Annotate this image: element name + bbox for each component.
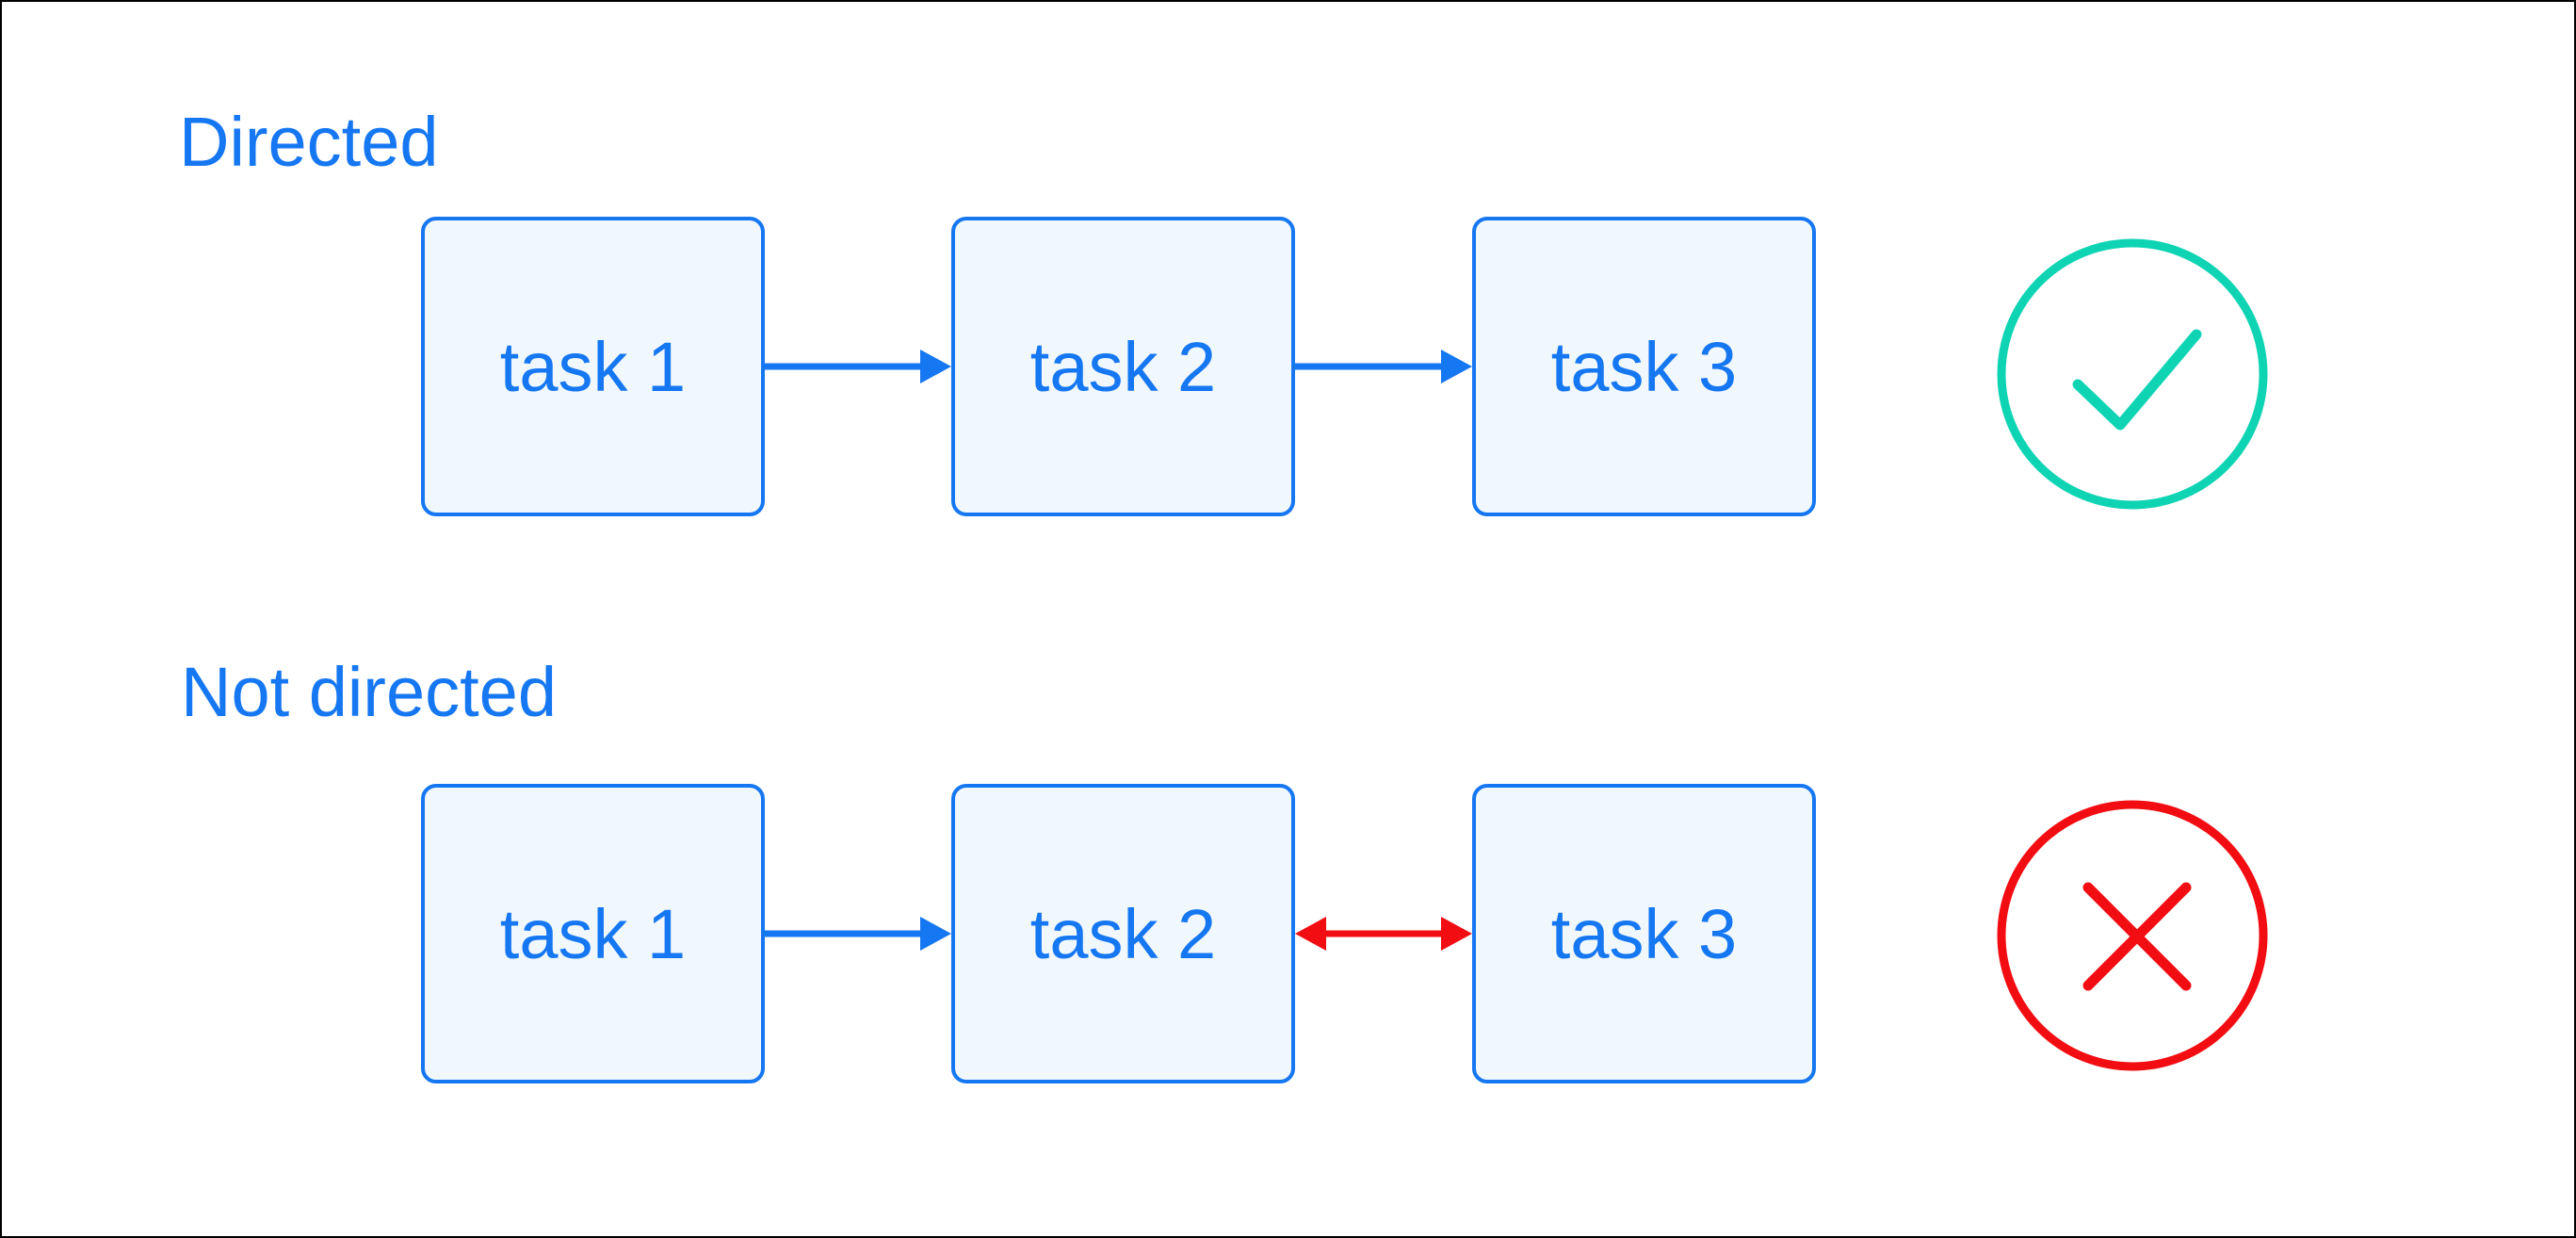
section-title-directed: Directed xyxy=(179,103,439,181)
task-node-label: task 3 xyxy=(1550,327,1738,406)
section-title-not-directed: Not directed xyxy=(181,653,557,731)
task-node: task 3 xyxy=(1472,784,1816,1083)
task-node-label: task 1 xyxy=(499,327,687,406)
check-circle-icon xyxy=(1995,236,2270,512)
directed-arrow-icon xyxy=(1295,346,1472,387)
directed-arrow-icon xyxy=(764,346,951,387)
task-node: task 1 xyxy=(421,784,765,1083)
task-node: task 3 xyxy=(1472,217,1816,516)
bidirectional-arrow-icon xyxy=(1295,913,1472,954)
task-node: task 2 xyxy=(951,784,1295,1083)
task-node-label: task 2 xyxy=(1029,327,1217,406)
task-node: task 2 xyxy=(951,217,1295,516)
task-node-label: task 2 xyxy=(1029,894,1217,973)
task-node-label: task 3 xyxy=(1550,894,1738,973)
x-circle-icon xyxy=(1995,798,2270,1073)
directed-arrow-icon xyxy=(764,913,951,954)
task-node: task 1 xyxy=(421,217,765,516)
task-node-label: task 1 xyxy=(499,894,687,973)
